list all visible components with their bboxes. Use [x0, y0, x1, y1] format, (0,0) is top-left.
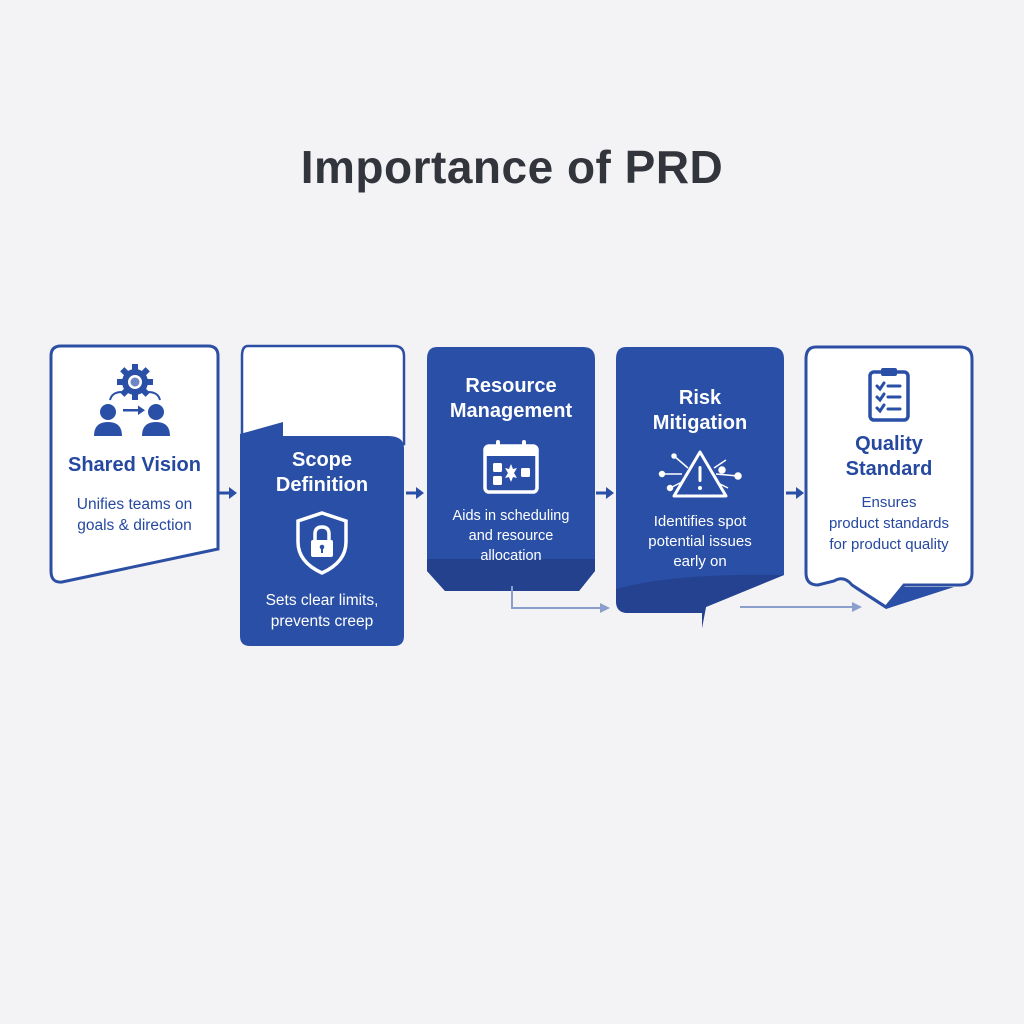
- page-title: Importance of PRD: [300, 141, 724, 193]
- step-description-line: Identifies spot: [653, 513, 747, 530]
- step-title-line: Standard: [845, 458, 933, 480]
- calendar-icon: [483, 440, 539, 494]
- card-shape-scope-definition: [240, 344, 406, 646]
- step-description-line: Aids in scheduling: [452, 508, 570, 524]
- step-description-line: early on: [673, 553, 727, 570]
- step-description-line: allocation: [480, 548, 542, 564]
- step-description-line: prevents creep: [270, 613, 374, 630]
- step-title-line: Management: [449, 400, 573, 422]
- step-title-line: Mitigation: [652, 412, 748, 434]
- warning-triangle-icon: [658, 450, 742, 498]
- step-title-line: Quality: [855, 433, 923, 455]
- step-description-line: goals & direction: [77, 517, 192, 534]
- card-shape-quality-standard: [804, 345, 974, 609]
- step-title-line: Definition: [275, 474, 369, 496]
- arrow-right-icon: [219, 487, 237, 499]
- step-title-line: Resource: [465, 375, 557, 397]
- clipboard-checklist-icon: [868, 368, 910, 422]
- step-title-line: Risk: [678, 387, 722, 409]
- step-description-line: potential issues: [648, 533, 752, 550]
- step-description-line: Ensures: [861, 494, 917, 511]
- shield-lock-icon: [296, 511, 348, 575]
- connector-arrow: [511, 586, 610, 613]
- arrow-right-icon: [406, 487, 424, 499]
- card-outline-shared-vision: [49, 344, 220, 584]
- step-description-line: and resource: [468, 528, 554, 544]
- arrow-right-icon: [786, 487, 804, 499]
- step-title: Shared Vision: [67, 454, 201, 476]
- arrow-right-icon: [596, 487, 614, 499]
- step-title-line: Scope: [291, 449, 353, 471]
- step-description-line: for product quality: [829, 536, 949, 553]
- step-description-line: product standards: [828, 515, 950, 532]
- connector-arrow: [740, 602, 862, 612]
- team-collaboration-gear-icon: [93, 364, 170, 436]
- step-description-line: Sets clear limits,: [265, 592, 379, 609]
- step-description-line: Unifies teams on: [76, 496, 193, 513]
